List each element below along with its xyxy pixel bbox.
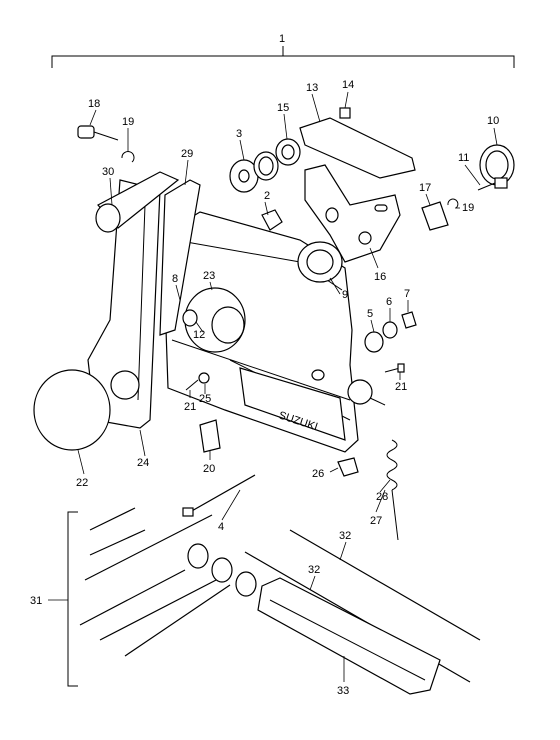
- plate-20: [199, 419, 221, 453]
- bushing-15: [275, 138, 301, 166]
- callout-label: 32: [339, 530, 351, 542]
- callout-label: 21: [395, 381, 407, 393]
- callout-label: 20: [203, 463, 215, 475]
- nut-2: [261, 209, 283, 231]
- bolt-21-right: [384, 363, 405, 373]
- callout-label: 26: [312, 468, 324, 480]
- hardware-kit: [67, 507, 257, 687]
- neutral-lock-lever: [159, 179, 201, 336]
- callout-label: 27: [370, 515, 382, 527]
- callout-label: 22: [76, 477, 88, 489]
- callout-label: 23: [203, 270, 215, 282]
- callout-label: 8: [172, 273, 178, 285]
- callout-label: 30: [102, 166, 114, 178]
- callout-label: 19: [462, 202, 474, 214]
- callout-label: 7: [404, 288, 410, 300]
- callout-label: 4: [218, 521, 224, 533]
- callout-label: 31: [30, 595, 42, 607]
- callout-label: 15: [277, 102, 289, 114]
- leader-lines: [48, 91, 498, 682]
- callout-label: 19: [122, 116, 134, 128]
- callout-label: 18: [88, 98, 100, 110]
- callout-label: 10: [487, 115, 499, 127]
- cap-26: [337, 457, 359, 477]
- callout-label: 32: [308, 564, 320, 576]
- gear-assembly: [182, 287, 246, 353]
- callout-label: 2: [264, 190, 270, 202]
- callout-label: 29: [181, 148, 193, 160]
- shaft-bolt: [77, 125, 119, 141]
- collar-5: [364, 331, 384, 353]
- connector-block: [421, 201, 449, 231]
- callout-label: 28: [376, 491, 388, 503]
- callout-label: 3: [236, 128, 242, 140]
- callout-label: 9: [342, 289, 348, 301]
- callout-label: 21: [184, 401, 196, 413]
- control-lever: [33, 179, 161, 451]
- assembly-bracket: 1: [51, 33, 515, 68]
- bolt-14: [339, 107, 351, 119]
- callout-label: 5: [367, 308, 373, 320]
- cam-bracket: [304, 164, 401, 263]
- callout-label: 12: [193, 329, 205, 341]
- callout-label: 17: [419, 182, 431, 194]
- callout-label: 24: [137, 457, 149, 469]
- clip-small: [121, 151, 135, 163]
- callout-label: 25: [199, 393, 211, 405]
- ring-washer: [253, 151, 279, 181]
- bolt-11: [477, 177, 508, 191]
- throttle-arm: [299, 117, 416, 179]
- bolt-21-left: [185, 379, 199, 391]
- washer-25: [198, 372, 210, 384]
- cover-plate: [257, 577, 441, 695]
- callout-labels: 2 3 4 5 6 7 8 9 10 11 12 13 14 15 16 17 …: [30, 79, 499, 697]
- washer-9: [297, 241, 343, 283]
- callout-label: 6: [386, 296, 392, 308]
- callout-label: 33: [337, 685, 349, 697]
- clip-right: [447, 198, 459, 209]
- stop-switch: [347, 379, 399, 541]
- callout-label: 16: [374, 271, 386, 283]
- callout-label: 14: [342, 79, 354, 91]
- callout-label: 13: [306, 82, 318, 94]
- washer-6: [382, 321, 398, 339]
- callout-label: 1: [279, 33, 285, 45]
- nut-7: [401, 311, 417, 329]
- grip-handle: [95, 171, 180, 233]
- long-bolt-4: [182, 474, 256, 517]
- ring-10: [479, 144, 515, 186]
- callout-label: 11: [458, 152, 469, 164]
